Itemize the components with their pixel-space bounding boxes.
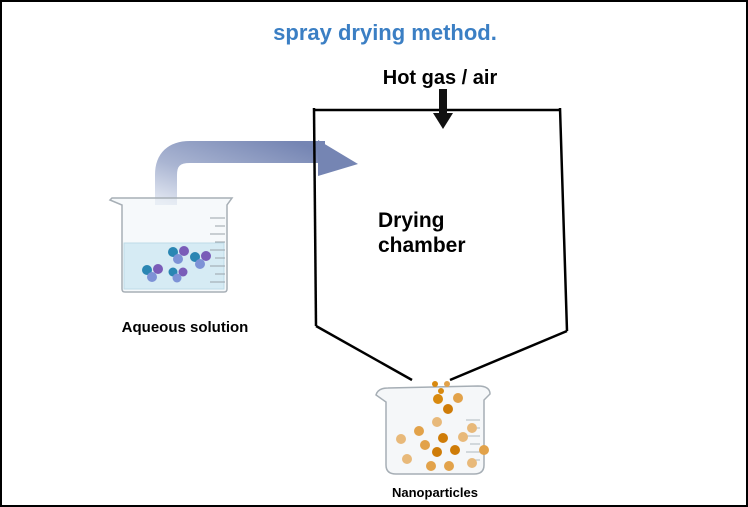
particle-icons: [396, 381, 489, 471]
nanoparticle-beaker: [375, 381, 491, 475]
hot-gas-label: Hot gas / air: [383, 67, 498, 89]
molecule-icons: [142, 246, 211, 283]
aqueous-beaker: [108, 197, 234, 293]
chamber-label-line1: Drying: [378, 209, 445, 232]
nanoparticles-label: Nanoparticles: [392, 485, 478, 500]
flow-arrow-icon: [155, 140, 358, 205]
diagram-title: spray drying method.: [273, 20, 497, 45]
down-arrow-icon: [433, 89, 453, 129]
drying-chamber: [312, 107, 569, 382]
chamber-label-line2: chamber: [378, 234, 466, 257]
aqueous-solution-label: Aqueous solution: [122, 319, 249, 336]
